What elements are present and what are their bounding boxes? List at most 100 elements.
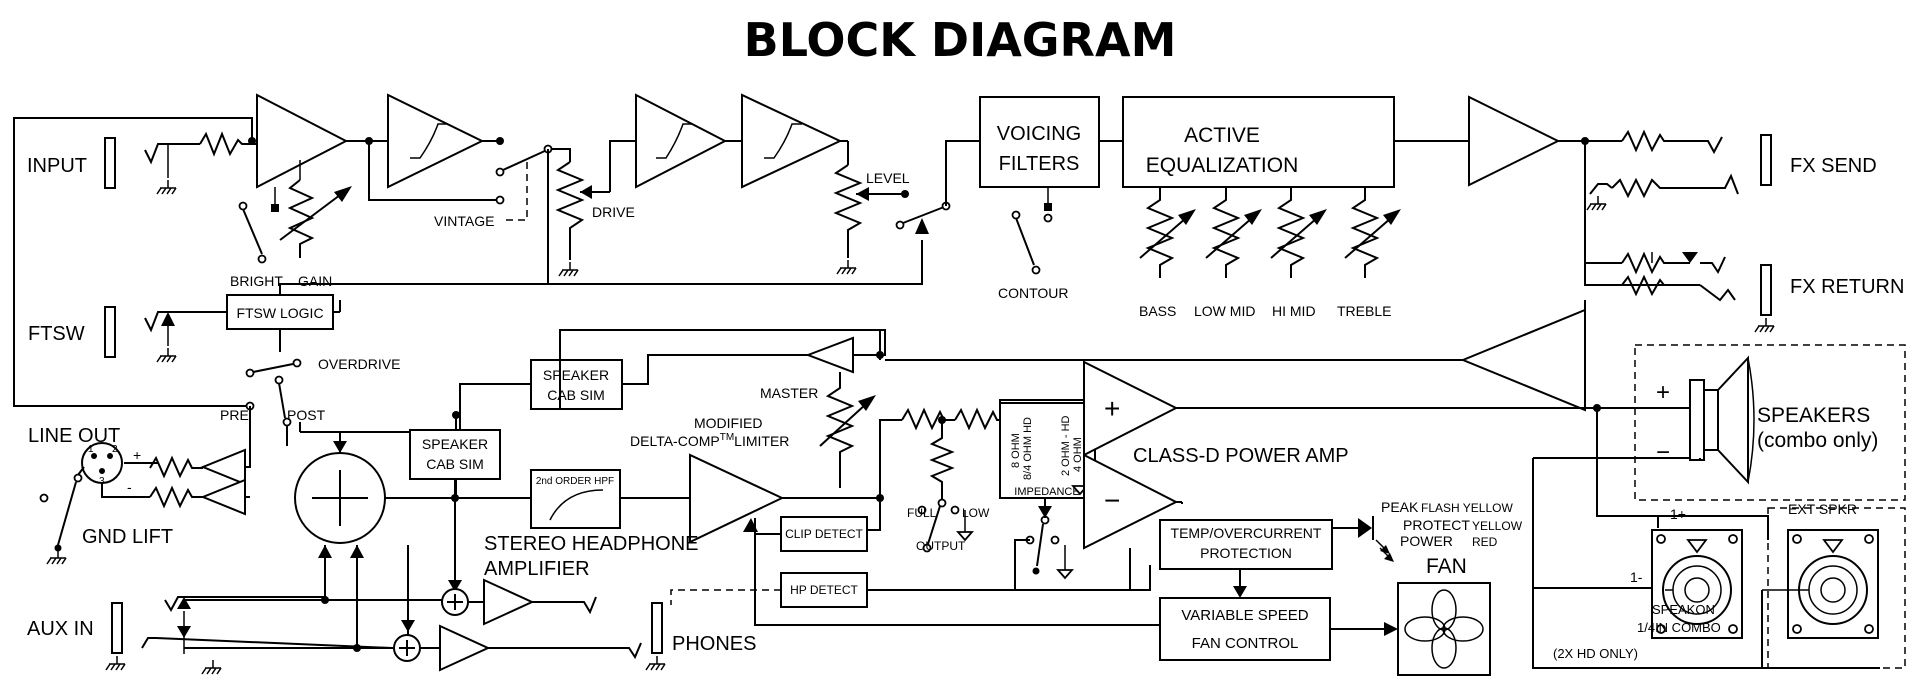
master-pot — [819, 372, 876, 488]
hi-mid-label: HI MID — [1272, 303, 1316, 319]
pre-post-switch — [245, 375, 292, 427]
svg-text:FTSW LOGIC: FTSW LOGIC — [236, 305, 323, 321]
led-peak: PEAK — [1381, 499, 1419, 515]
svg-text:VOICING: VOICING — [997, 123, 1081, 145]
output-label: OUTPUT — [916, 539, 966, 553]
post-label: POST — [287, 407, 326, 423]
svg-text:CAB SIM: CAB SIM — [426, 456, 484, 472]
drive-pot — [551, 140, 636, 277]
bright-switch — [238, 201, 267, 264]
led-protect: PROTECT — [1403, 517, 1470, 533]
hi-mid-pot — [1270, 187, 1327, 278]
headphone-amp-right — [439, 624, 491, 672]
speakers-sub-label: (combo only) — [1757, 429, 1878, 452]
pre-label: PRE — [220, 407, 249, 423]
line-out-resistor-plus — [149, 455, 203, 479]
phones-label: PHONES — [672, 633, 756, 655]
svg-text:-: - — [127, 479, 132, 495]
line-out-label: LINE OUT — [28, 425, 120, 447]
fx-return-resistor — [1621, 251, 1698, 275]
aux-in-label: AUX IN — [27, 618, 94, 640]
headphone-label: STEREO HEADPHONE — [484, 533, 698, 555]
pin-1plus: 1+ — [1670, 506, 1686, 522]
class-d-label: CLASS-D POWER AMP — [1133, 445, 1349, 467]
speakers-label: SPEAKERS — [1757, 404, 1870, 427]
vintage-label: VINTAGE — [434, 213, 494, 229]
treble-label: TREBLE — [1337, 303, 1391, 319]
impedance-switch — [1025, 515, 1074, 580]
low-mid-pot — [1205, 187, 1262, 278]
hpf-block: 2nd ORDER HPF — [530, 469, 621, 529]
speakon-label: SPEAKON — [1652, 602, 1715, 617]
gain-pot — [279, 160, 352, 258]
led-power: POWER — [1400, 533, 1453, 549]
clipper-stage-3 — [741, 93, 843, 189]
ext-speakon-connector — [1762, 529, 1879, 639]
ext-spkr-label: EXT SPKR — [1788, 501, 1857, 517]
svg-text:3: 3 — [99, 476, 105, 487]
input-label: INPUT — [27, 155, 87, 177]
speaker-plus: + — [1656, 379, 1670, 406]
gnd-lift-switch — [39, 473, 83, 565]
summing-node — [294, 452, 386, 544]
fan-icon — [1397, 582, 1491, 676]
speaker-minus: − — [1656, 439, 1670, 466]
headphone-sum-left — [441, 588, 469, 616]
svg-text:EQUALIZATION: EQUALIZATION — [1146, 154, 1298, 177]
svg-text:IMPEDANCE: IMPEDANCE — [1014, 486, 1079, 498]
svg-text:8 OHM: 8 OHM — [1010, 433, 1022, 468]
fan-label: FAN — [1426, 555, 1467, 578]
svg-text:ACTIVE: ACTIVE — [1184, 124, 1260, 147]
fx-send-resistor — [1621, 129, 1700, 153]
contour-switch — [1011, 210, 1053, 275]
svg-text:CLIP DETECT: CLIP DETECT — [785, 527, 863, 541]
led-red: RED — [1472, 535, 1498, 549]
delta-comp-label: DELTA-COMPTMLIMITER — [630, 432, 789, 449]
low-mid-label: LOW MID — [1194, 303, 1255, 319]
ftsw-logic-block: FTSW LOGIC — [226, 294, 334, 330]
svg-text:2nd ORDER HPF: 2nd ORDER HPF — [536, 476, 614, 487]
speaker-cab-sim-upper: SPEAKER CAB SIM — [530, 359, 623, 410]
input-resistor — [199, 131, 256, 157]
master-label: MASTER — [760, 385, 818, 401]
fx-send-buffer — [1468, 95, 1561, 187]
bright-label: BRIGHT — [230, 273, 283, 289]
fx-return-label: FX RETURN — [1790, 276, 1904, 298]
overdrive-label: OVERDRIVE — [318, 356, 400, 372]
svg-text:−: − — [1104, 485, 1120, 516]
svg-text:PROTECTION: PROTECTION — [1200, 545, 1292, 561]
overdrive-switch — [245, 358, 302, 378]
headphone-label-2: AMPLIFIER — [484, 558, 590, 580]
speakon-connector — [1651, 529, 1743, 639]
line-out-driver-plus — [200, 448, 246, 486]
speaker-cab-sim-lower: SPEAKER CAB SIM — [409, 429, 501, 480]
svg-text:+: + — [1104, 393, 1120, 424]
svg-text:VARIABLE SPEED: VARIABLE SPEED — [1181, 607, 1308, 624]
headphone-sum-right — [393, 634, 421, 662]
fan-control-block: VARIABLE SPEED FAN CONTROL — [1159, 597, 1331, 661]
voicing-switch — [895, 201, 951, 230]
voicing-filters-block: VOICING FILTERS — [979, 96, 1100, 188]
clipper-stage-2 — [635, 93, 728, 189]
fx-return-buffer — [1460, 308, 1586, 412]
svg-text:SPEAKER: SPEAKER — [422, 436, 488, 452]
contour-label: CONTOUR — [998, 285, 1069, 301]
pin-1minus: 1- — [1630, 569, 1643, 585]
preamp-triangle — [256, 93, 349, 189]
level-label: LEVEL — [866, 170, 910, 186]
active-eq-block: ACTIVE EQUALIZATION — [1122, 96, 1395, 188]
svg-text:CAB SIM: CAB SIM — [547, 387, 605, 403]
modified-label: MODIFIED — [694, 415, 762, 431]
hp-detect-block: HP DETECT — [780, 572, 868, 608]
line-out-resistor-minus — [149, 485, 203, 509]
svg-text:2: 2 — [112, 444, 118, 455]
output-switch — [917, 498, 974, 553]
fx-send-label: FX SEND — [1790, 155, 1877, 177]
xlr-connector: 1 2 3 — [81, 442, 123, 487]
gain-label: GAIN — [298, 273, 332, 289]
class-d-power-amp: + − — [1083, 360, 1179, 550]
svg-text:FAN CONTROL: FAN CONTROL — [1192, 635, 1299, 652]
led-yellow: YELLOW — [1472, 519, 1523, 533]
vintage-switch — [495, 144, 553, 205]
